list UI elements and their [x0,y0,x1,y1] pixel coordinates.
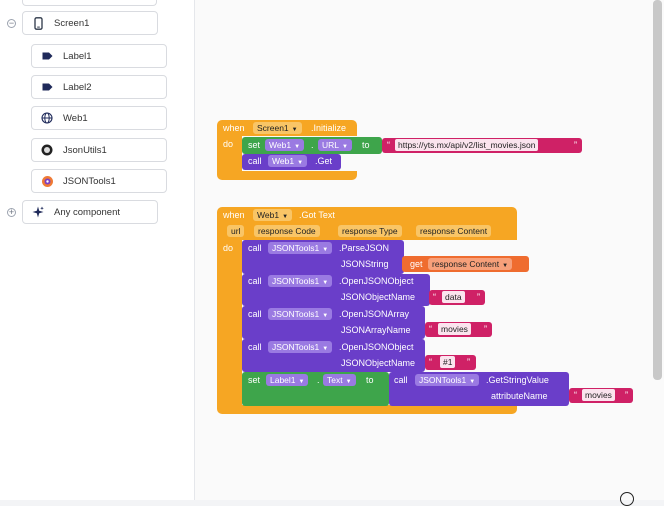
open-quote: “ [429,324,432,334]
event-spine [217,240,242,405]
tree-item-label: Label1 [63,50,92,62]
tree-item-jsonutils1[interactable]: JsonUtils1 [31,138,167,162]
event-footer [217,405,517,414]
json-utils-icon [40,143,54,157]
open-quote: “ [429,357,432,367]
jsontools1-dropdown[interactable]: JSONTools1▼ [268,308,333,320]
getstringvalue-method: .GetStringValue [486,375,549,385]
tree-item-screen1[interactable]: Screen1 [22,11,158,35]
label-tag-icon [40,80,54,94]
tree-item-label: JSONTools1 [63,175,116,187]
json-tools-icon [40,174,54,188]
globe-icon [40,111,54,125]
phone-icon [31,16,45,30]
set-keyword: set [248,375,261,385]
param-response-type[interactable]: response Type [338,225,402,237]
do-keyword: do [223,139,234,149]
url-text-value[interactable]: https://yts.mx/api/v2/list_movies.json [395,139,539,151]
label1-dropdown[interactable]: Label1▼ [266,374,309,386]
response-content-dropdown[interactable]: response Content▼ [428,258,513,270]
open-quote: “ [433,292,436,302]
when-keyword: when [223,210,245,220]
call-keyword: call [248,243,262,253]
get-keyword: get [410,259,423,269]
tree-top-item-edge [22,0,157,6]
tree-item-label: JsonUtils1 [63,144,107,156]
do-keyword: do [223,243,234,253]
jsontools1-dropdown[interactable]: JSONTools1▼ [268,275,333,287]
attributename-label: attributeName [491,391,548,401]
close-quote: ” [484,324,487,334]
param-response-content[interactable]: response Content [416,225,492,237]
param-response-code[interactable]: response Code [254,225,320,237]
jsonobjectname-label: JSONObjectName [341,292,416,302]
tree-item-web1[interactable]: Web1 [31,106,167,130]
to-keyword: to [362,140,370,150]
initialize-event: .Initialize [311,123,347,133]
jsontools1-dropdown[interactable]: JSONTools1▼ [268,242,333,254]
openjsonobject-method: .OpenJSONObject [339,342,414,352]
tree-item-any-component[interactable]: Any component [22,200,158,224]
call-keyword: call [248,156,262,166]
dot-separator: . [311,140,314,150]
param-url[interactable]: url [227,225,245,237]
event-spine [217,136,242,171]
tree-item-jsontools1[interactable]: JSONTools1 [31,169,167,193]
tree-item-label: Any component [54,206,121,218]
jsontools1-dropdown[interactable]: JSONTools1▼ [415,374,480,386]
close-quote: ” [574,140,577,150]
sparkle-icon [31,205,45,219]
jsonobjectname-label: JSONObjectName [341,358,416,368]
call-keyword: call [248,309,262,319]
tree-item-label1[interactable]: Label1 [31,44,167,68]
call-keyword: call [394,375,408,385]
index-text-value[interactable]: #1 [440,356,456,368]
web1-dropdown[interactable]: Web1▼ [265,139,305,151]
screen1-dropdown[interactable]: Screen1▼ [253,122,302,134]
component-tree-panel: − Screen1 Label1 Label2 Web1 JsonUtils1 [0,0,195,500]
jsonarrayname-label: JSONArrayName [341,325,411,335]
to-keyword: to [366,375,374,385]
jsonstring-label: JSONString [341,259,389,269]
when-keyword: when [223,123,245,133]
recenter-icon[interactable] [620,492,634,506]
call-keyword: call [248,342,262,352]
openjsonobject-method: .OpenJSONObject [339,276,414,286]
web1-dropdown[interactable]: Web1▼ [268,155,308,167]
collapse-screen1-icon[interactable]: − [7,18,16,28]
open-quote: “ [574,390,577,400]
url-property-dropdown[interactable]: URL▼ [318,139,352,151]
text-property-dropdown[interactable]: Text▼ [323,374,356,386]
tree-item-label2[interactable]: Label2 [31,75,167,99]
label-tag-icon [40,49,54,63]
parsejson-method: .ParseJSON [339,243,390,253]
set-keyword: set [248,140,261,150]
dot-separator: . [317,375,320,385]
open-quote: “ [387,140,390,150]
tree-item-label: Label2 [63,81,92,93]
expand-any-component-icon[interactable]: + [7,207,16,217]
attr-text-value[interactable]: movies [582,389,615,401]
tree-item-label: Screen1 [54,17,90,29]
close-quote: ” [477,292,480,302]
event-footer [217,171,357,180]
call-keyword: call [248,276,262,286]
close-quote: ” [625,390,628,400]
workspace-scrollbar[interactable] [653,0,662,380]
gottext-event: .Got Text [299,210,335,220]
data-text-value[interactable]: data [442,291,465,303]
close-quote: ” [467,357,470,367]
jsontools1-dropdown[interactable]: JSONTools1▼ [268,341,333,353]
movies-text-value[interactable]: movies [438,323,471,335]
get-method: .Get [315,156,333,166]
tree-item-label: Web1 [63,112,88,124]
web1-dropdown[interactable]: Web1▼ [253,209,293,221]
openjsonarray-method: .OpenJSONArray [339,309,410,319]
